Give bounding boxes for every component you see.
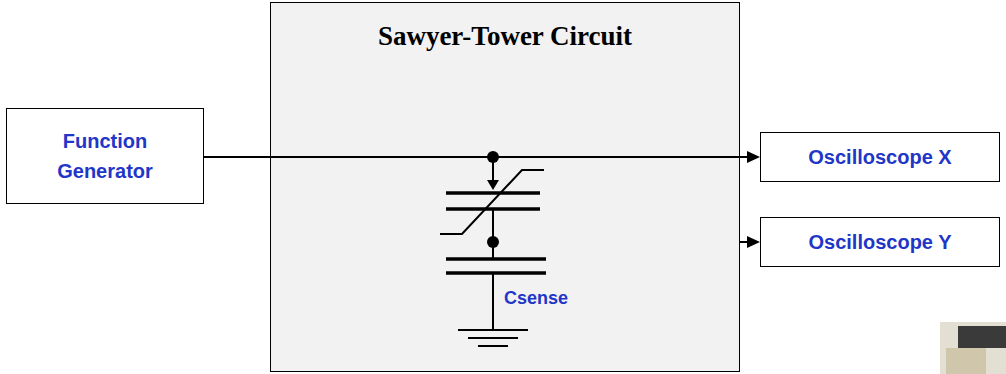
capacitor-plate bbox=[446, 271, 546, 275]
output-box: Oscilloscope Y bbox=[760, 217, 1000, 267]
source-box: Function Generator bbox=[6, 108, 204, 204]
circuit-panel: Sawyer-Tower Circuit bbox=[270, 2, 740, 372]
photo-fragment bbox=[958, 326, 1006, 348]
ground-symbol bbox=[458, 329, 528, 331]
arrowhead bbox=[487, 180, 499, 190]
ground-symbol bbox=[468, 337, 518, 339]
ground-symbol bbox=[478, 345, 508, 347]
panel-title: Sawyer-Tower Circuit bbox=[378, 21, 632, 52]
photo-fragment bbox=[940, 322, 1006, 374]
capacitor-plate bbox=[446, 257, 546, 261]
signal-wire bbox=[204, 151, 760, 163]
box-label: Oscilloscope X bbox=[808, 142, 951, 172]
box-label: Oscilloscope Y bbox=[808, 227, 951, 257]
component-label: Csense bbox=[504, 288, 568, 309]
capacitor-plate bbox=[446, 191, 540, 195]
output-box: Oscilloscope X bbox=[760, 132, 1000, 182]
photo-fragment bbox=[946, 348, 986, 374]
junction-dot bbox=[487, 236, 499, 248]
wire bbox=[492, 209, 494, 258]
panel-fill bbox=[270, 2, 740, 372]
signal-wire bbox=[740, 236, 760, 248]
box-label: Function Generator bbox=[40, 126, 170, 186]
wire bbox=[492, 273, 494, 330]
